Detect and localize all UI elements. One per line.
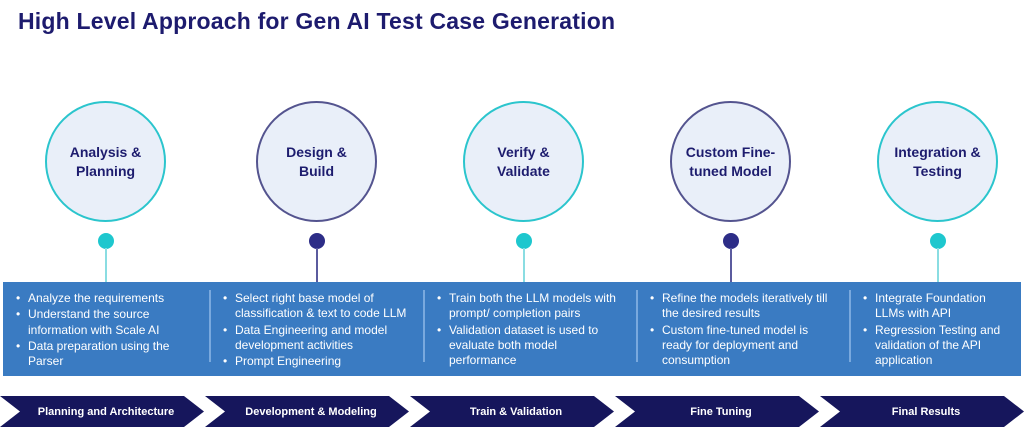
stage-circle-label: Custom Fine-tuned Model [685,144,776,179]
page-title: High Level Approach for Gen AI Test Case… [18,8,616,34]
connector-dot [98,233,114,249]
connector-dot [930,233,946,249]
stage-circle-design-build: Design & Build [256,101,377,222]
bullet-item: Prompt Engineering [220,354,412,370]
details-section-analysis-planning: Analyze the requirementsUnderstand the s… [3,282,210,376]
connector-stem [105,248,107,282]
bullet-item: Data preparation using the Parser [13,339,198,370]
bullet-list: Select right base model of classificatio… [220,291,412,370]
banner-planning-and-architecture: Planning and Architecture [0,396,204,427]
connector-stem [316,248,318,282]
bullet-item: Select right base model of classificatio… [220,291,412,322]
stage-circle-label: Verify & Validate [497,144,550,179]
phase-banner-row: Planning and Architecture Development & … [0,396,1024,427]
stage-circle-label: Integration & Testing [894,144,981,179]
bullet-list: Analyze the requirementsUnderstand the s… [13,291,198,370]
stage-circle-verify-validate: Verify & Validate [463,101,584,222]
bullet-item: Regression Testing and validation of the… [860,323,1009,369]
connector-dot [309,233,325,249]
connector-stem [937,248,939,282]
bullet-item: Analyze the requirements [13,291,198,307]
banner-fine-tuning: Fine Tuning [615,396,819,427]
bullet-item: Understand the source information with S… [13,307,198,338]
connector-stem [523,248,525,282]
details-section-integration-testing: Integrate Foundation LLMs with APIRegres… [849,282,1021,376]
details-bar: Analyze the requirementsUnderstand the s… [3,282,1021,376]
banner-label: Development & Modeling [245,405,377,418]
stage-circle-analysis-planning: Analysis & Planning [45,101,166,222]
bullet-list: Integrate Foundation LLMs with APIRegres… [860,291,1009,369]
connector-stem [730,248,732,282]
bullet-item: Refine the models iteratively till the d… [647,291,838,322]
banner-label: Planning and Architecture [37,405,175,418]
stage-circle-label: Design & Build [286,144,347,179]
bullet-item: Custom fine-tuned model is ready for dep… [647,323,838,369]
banner-label: Fine Tuning [690,405,752,418]
bullet-item: Validation dataset is used to evaluate b… [434,323,625,369]
details-section-design-build: Select right base model of classificatio… [209,282,424,376]
banner-label: Train & Validation [469,405,563,418]
bullet-item: Data Engineering and model development a… [220,323,412,354]
banner-label: Final Results [891,405,961,418]
details-section-custom-fine-tuned-model: Refine the models iteratively till the d… [636,282,850,376]
stage-circle-custom-fine-tuned-model: Custom Fine-tuned Model [670,101,791,222]
connector-dot [516,233,532,249]
banner-development-modeling: Development & Modeling [205,396,409,427]
connector-dot [723,233,739,249]
bullet-list: Refine the models iteratively till the d… [647,291,838,369]
details-section-verify-validate: Train both the LLM models with prompt/ c… [423,282,637,376]
bullet-item: Train both the LLM models with prompt/ c… [434,291,625,322]
stage-circle-label: Analysis & Planning [69,144,142,179]
banner-final-results: Final Results [820,396,1024,427]
bullet-list: Train both the LLM models with prompt/ c… [434,291,625,369]
stage-circle-integration-testing: Integration & Testing [877,101,998,222]
bullet-item: Integrate Foundation LLMs with API [860,291,1009,322]
banner-train-validation: Train & Validation [410,396,614,427]
